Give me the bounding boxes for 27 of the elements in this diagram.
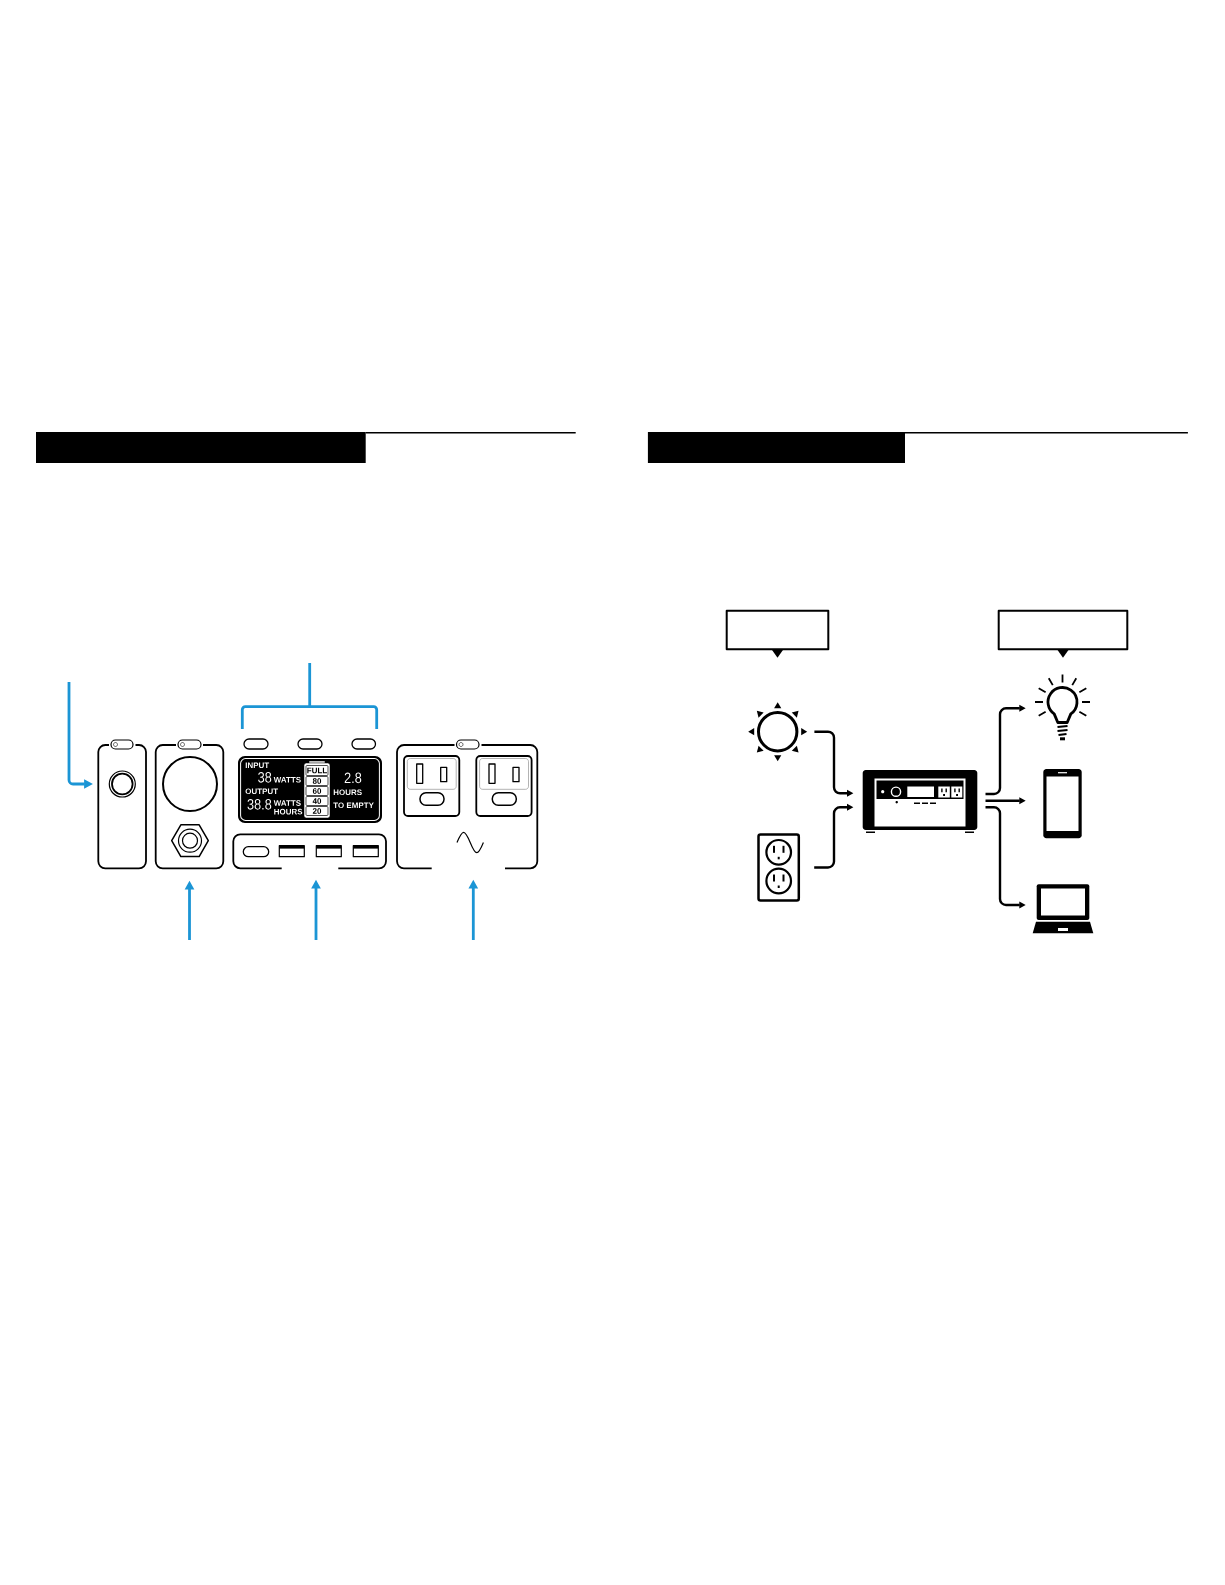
outlet-panel <box>396 744 539 870</box>
display-label: TO EMPTY <box>333 802 374 809</box>
gauge-segment: 80 <box>305 776 329 786</box>
wall-outlet-icon <box>757 833 801 902</box>
button-panel <box>97 744 147 870</box>
display-reading: 2.8 <box>344 772 362 784</box>
sun-icon <box>748 702 808 762</box>
display-label: INPUT <box>245 762 270 769</box>
light-bulb-icon <box>1034 673 1091 741</box>
display-reading: 38 <box>258 772 272 783</box>
gauge-segment: 20 <box>305 806 329 816</box>
gauge-segment: 60 <box>305 786 329 796</box>
display-label: HOURS <box>333 789 362 796</box>
usb-panel <box>232 833 387 870</box>
callout-box <box>997 609 1129 658</box>
port-panel <box>154 744 225 870</box>
display-label: OUTPUT <box>245 788 278 795</box>
display-reading: 38.8 <box>247 799 272 810</box>
gauge-segment: FULL <box>305 765 329 776</box>
laptop-icon <box>1032 884 1094 934</box>
callout-box <box>725 609 830 658</box>
power-station-icon <box>862 770 978 834</box>
smartphone-icon <box>1043 769 1082 839</box>
display-label: WATTS <box>273 776 301 783</box>
display-label: WATTS HOURS <box>273 800 303 815</box>
battery-gauge <box>303 760 331 819</box>
gauge-segment: 40 <box>305 796 329 806</box>
